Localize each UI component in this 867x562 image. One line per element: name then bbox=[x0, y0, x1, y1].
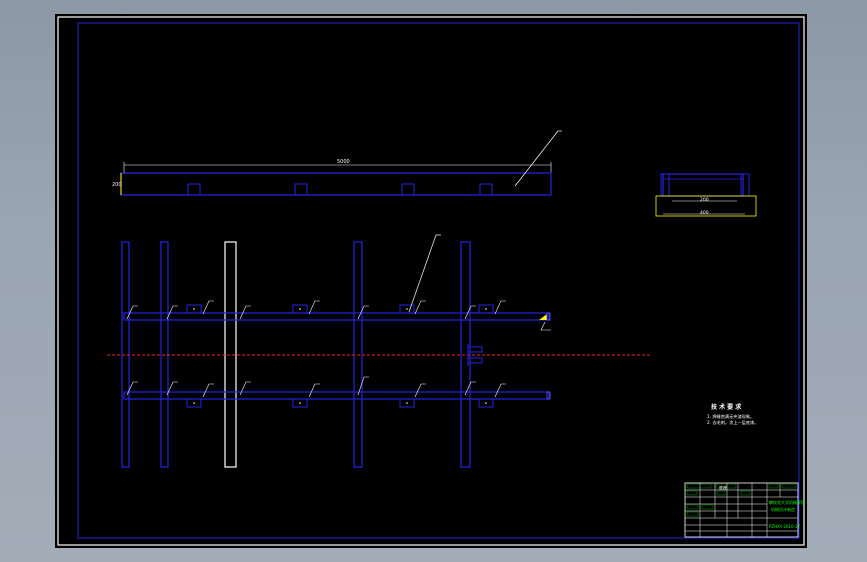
tech-notes-title: 技 术 要 求 bbox=[711, 403, 742, 411]
side-section-view: 200 400 bbox=[655, 173, 757, 217]
center-bracket bbox=[467, 344, 483, 366]
technical-requirements: 技 术 要 求 1. 焊缝饱满无夹渣现象。 2. 去毛刺，涂上一层底漆。 bbox=[707, 403, 758, 426]
cad-viewport[interactable]: 5000 200 200 400 bbox=[55, 14, 807, 548]
cross-member-highlighted bbox=[224, 241, 237, 468]
drawing-border-inner bbox=[77, 22, 800, 539]
cad-drawing-canvas: 5000 200 200 400 bbox=[57, 16, 805, 546]
base-outline bbox=[655, 195, 757, 217]
title-block: 底座 攀枝花大学机械学院 机械设计制造 PZHXY-2010-17 bbox=[684, 482, 805, 538]
lower-rail bbox=[123, 391, 550, 400]
drawing-name: 底座 bbox=[719, 484, 727, 490]
cross-member bbox=[160, 241, 169, 468]
side-dimension-label: 200 bbox=[112, 182, 122, 188]
title-subtitle: 机械设计制造 bbox=[771, 506, 795, 512]
tech-note-line: 2. 去毛刺，涂上一层底漆。 bbox=[707, 419, 758, 426]
cross-member bbox=[460, 241, 471, 468]
width-dimension-label: 200 bbox=[700, 197, 709, 203]
length-dimension-label: 5000 bbox=[337, 159, 350, 165]
top-beam-view: 5000 200 bbox=[112, 130, 562, 196]
leader-line bbox=[408, 234, 437, 313]
tech-note-line: 1. 焊缝饱满无夹渣现象。 bbox=[707, 413, 754, 420]
beam-block bbox=[479, 183, 493, 196]
base-dimension-label: 400 bbox=[700, 210, 709, 216]
beam-block bbox=[187, 183, 201, 196]
cross-member bbox=[121, 241, 130, 468]
weld-leaders-lower bbox=[126, 376, 506, 398]
drawing-border-outer bbox=[57, 16, 805, 546]
leader-line bbox=[514, 130, 559, 187]
weld-leaders-upper bbox=[126, 300, 551, 331]
school-name: 攀枝花大学机械学院 bbox=[769, 499, 805, 505]
frame-plan-view bbox=[107, 234, 651, 468]
end-marker bbox=[539, 314, 547, 320]
drawing-code: PZHXY-2010-17 bbox=[769, 524, 800, 529]
beam-block bbox=[294, 183, 308, 196]
cross-member bbox=[353, 241, 363, 468]
section-body bbox=[662, 173, 744, 197]
upper-rail bbox=[123, 312, 550, 321]
beam-block bbox=[401, 183, 415, 196]
